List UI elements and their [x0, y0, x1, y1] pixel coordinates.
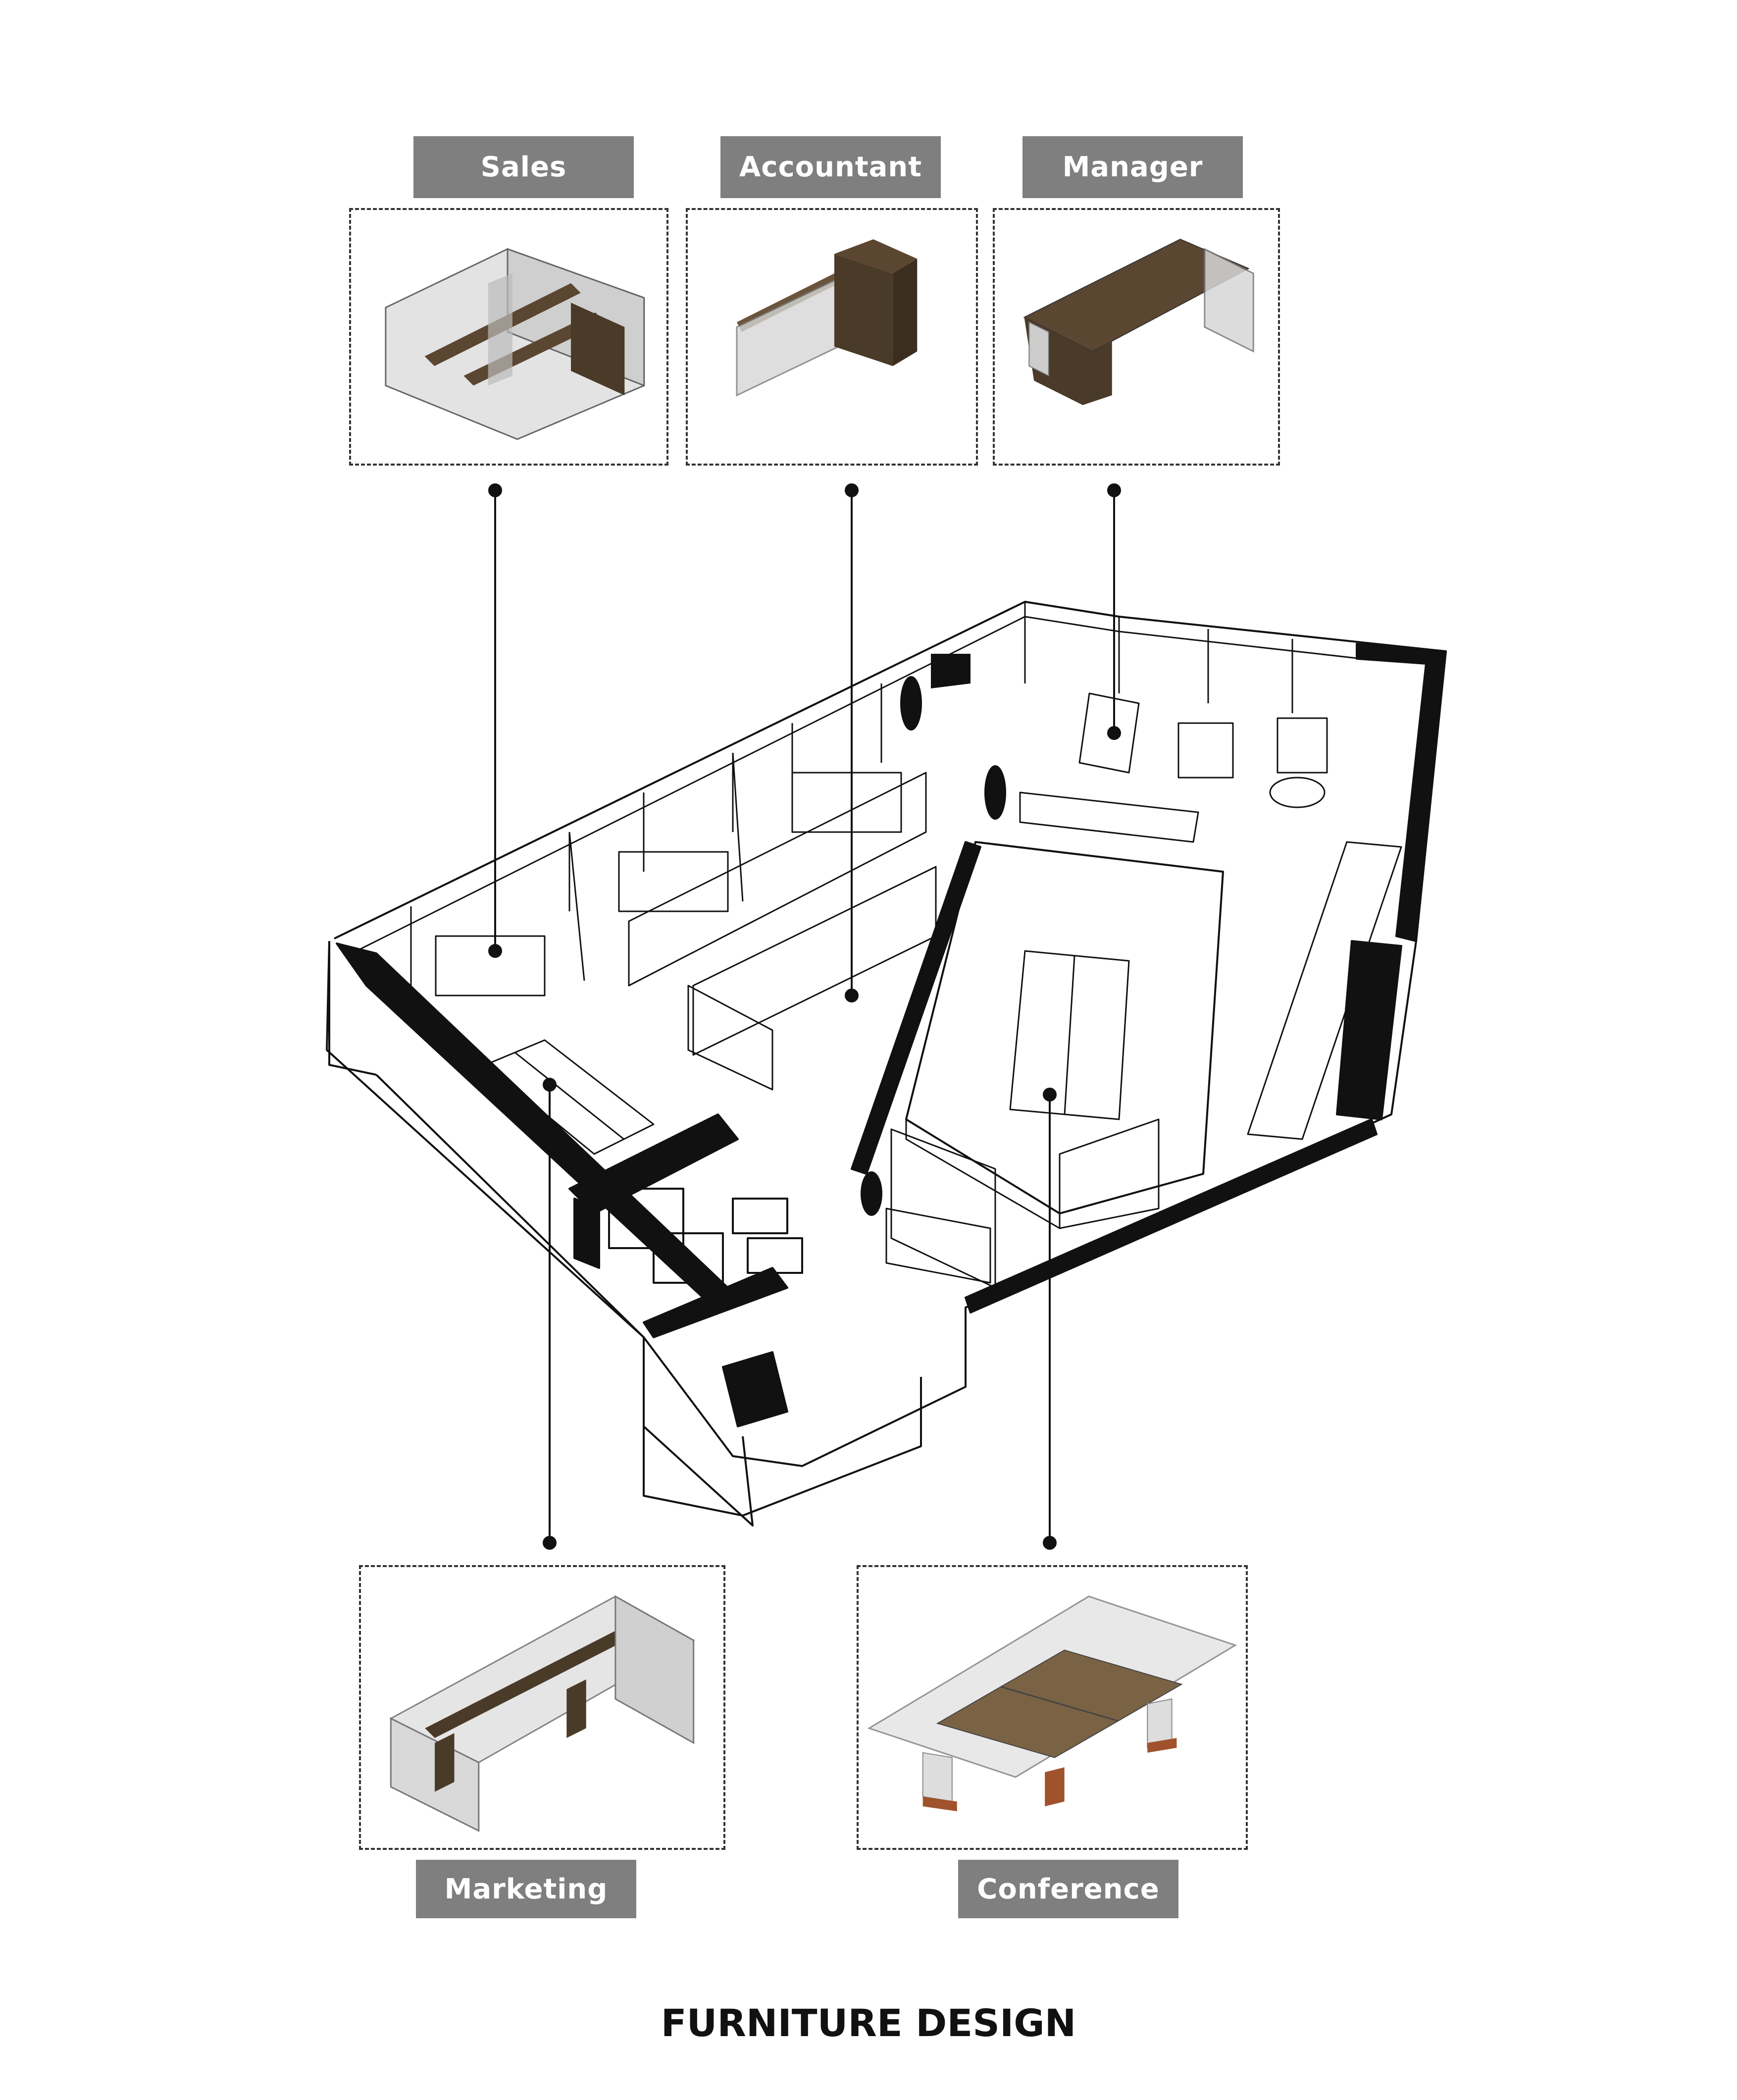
label-marketing: Marketing — [416, 1860, 636, 1918]
manager-desk-illustration — [1023, 238, 1254, 405]
window-mullions — [410, 602, 1293, 986]
conference-furniture-panel — [857, 1565, 1248, 1850]
label-accountant: Accountant — [720, 136, 941, 198]
manager-office — [1019, 692, 1328, 843]
label-conference: Conference — [958, 1860, 1178, 1918]
sales-furniture-panel — [349, 208, 668, 466]
manager-furniture-panel — [993, 208, 1280, 466]
marketing-desk-illustration — [389, 1595, 695, 1832]
reception-desk — [885, 1208, 991, 1284]
window-line — [346, 616, 1362, 957]
label-sales: Sales — [413, 136, 634, 198]
marketing-workstations — [484, 1039, 655, 1155]
sales-workstations — [435, 752, 902, 997]
conference-table-illustration — [867, 1595, 1237, 1812]
slatted-partitions — [628, 772, 937, 1091]
accountant-furniture-panel — [686, 208, 978, 466]
left-wall-solid — [336, 943, 729, 1299]
accountant-desk-illustration — [736, 239, 918, 397]
page-caption: FURNITURE DESIGN — [661, 2001, 1076, 2045]
sales-desk-illustration — [385, 248, 645, 440]
front-base — [643, 1377, 922, 1517]
service-block — [568, 1113, 803, 1427]
leader-lines — [488, 483, 1121, 1550]
left-base — [328, 941, 377, 1076]
staircase — [965, 643, 1447, 1313]
planters — [861, 654, 1006, 1216]
marketing-furniture-panel — [359, 1565, 725, 1850]
label-manager: Manager — [1022, 136, 1243, 198]
